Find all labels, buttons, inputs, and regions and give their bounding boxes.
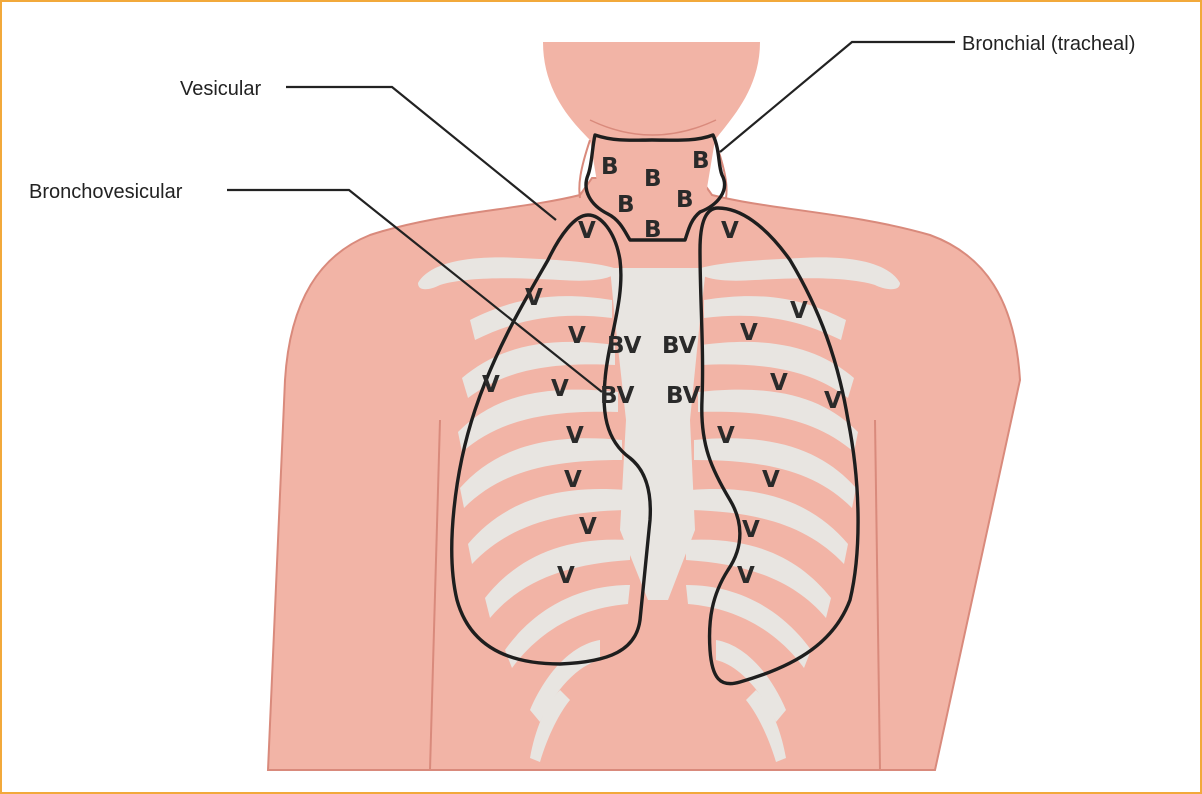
marker-b: B — [601, 154, 619, 180]
marker-bv: BV — [662, 333, 697, 359]
marker-v: V — [579, 514, 597, 540]
vesicular-label: Vesicular — [180, 78, 261, 100]
marker-v: V — [566, 423, 584, 449]
marker-v: V — [568, 323, 586, 349]
bronchial-label: Bronchial (tracheal) — [962, 33, 1135, 55]
marker-b: B — [644, 166, 662, 192]
marker-v: V — [740, 320, 758, 346]
marker-b: B — [617, 192, 635, 218]
marker-v: V — [525, 285, 543, 311]
marker-v: V — [790, 298, 808, 324]
bronchovesicular-label: Bronchovesicular — [29, 181, 183, 203]
marker-v: V — [824, 388, 842, 414]
marker-v: V — [564, 467, 582, 493]
marker-v: V — [578, 218, 596, 244]
marker-bv: BV — [600, 383, 635, 409]
vesicular-leader-line — [286, 87, 556, 220]
marker-v: V — [721, 218, 739, 244]
marker-v: V — [762, 467, 780, 493]
marker-bv: BV — [607, 333, 642, 359]
marker-b: B — [692, 148, 710, 174]
marker-v: V — [770, 370, 788, 396]
marker-v: V — [717, 423, 735, 449]
marker-bv: BV — [666, 383, 701, 409]
marker-b: B — [644, 217, 662, 243]
marker-b: B — [676, 187, 694, 213]
marker-v: V — [551, 376, 569, 402]
marker-v: V — [742, 517, 760, 543]
marker-v: V — [737, 563, 755, 589]
marker-v: V — [557, 563, 575, 589]
marker-v: V — [482, 372, 500, 398]
